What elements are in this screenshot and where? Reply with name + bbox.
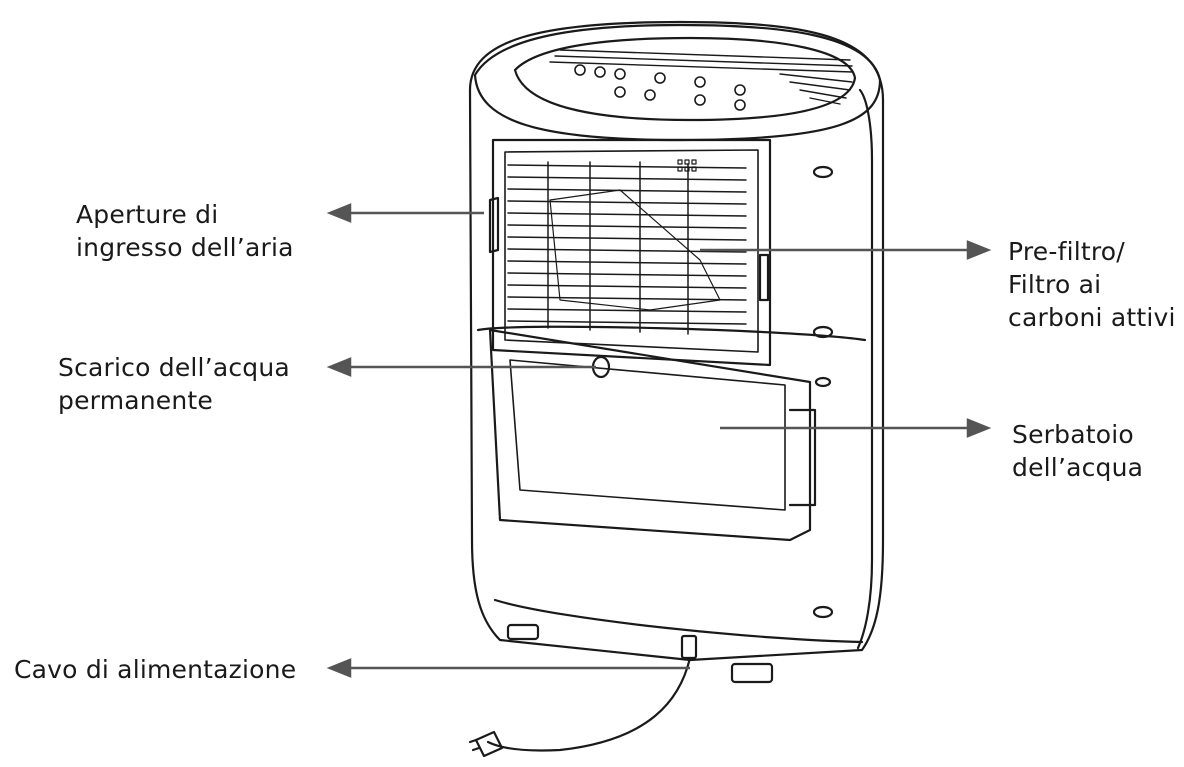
inlet-frame (491, 138, 772, 367)
label-filter-line-2: Filtro ai (1008, 270, 1102, 299)
power-plug (468, 730, 504, 758)
arrow-cord-head (326, 658, 352, 678)
top-grille (549, 49, 854, 105)
label-filter-line-1: Pre-filtro/ (1008, 237, 1125, 266)
label-air-inlet: Aperture di ingresso dell’aria (76, 198, 294, 264)
cord-exit (680, 634, 698, 660)
control-buttons (574, 64, 746, 111)
top-panel (513, 36, 857, 122)
top-rim (473, 23, 882, 142)
tank-window (509, 359, 786, 511)
screw-4 (812, 605, 834, 619)
side-handle-left (488, 196, 500, 254)
label-drain-line-2: permanente (58, 386, 214, 415)
label-drain-line-1: Scarico dell’acqua (58, 353, 290, 382)
label-water-tank: Serbatoio dell’acqua (1012, 418, 1143, 484)
front-grille (507, 161, 747, 335)
tank-handle (788, 408, 817, 507)
arrow-tank-head (966, 418, 992, 438)
side-handle-right (758, 253, 770, 302)
arrow-filter-head (966, 240, 992, 260)
label-power-cord-line-1: Cavo di alimentazione (14, 655, 297, 684)
label-filter-line-3: carboni attivi (1008, 303, 1176, 332)
label-water-tank-line-1: Serbatoio (1012, 420, 1134, 449)
label-drain: Scarico dell’acqua permanente (58, 351, 290, 417)
base (493, 598, 864, 644)
foot-left (506, 623, 540, 641)
foot-right (730, 662, 774, 684)
filter-shape (549, 189, 721, 311)
label-air-inlet-line-1: Aperture di (76, 200, 219, 229)
inlet-inner (504, 149, 759, 353)
label-filter: Pre-filtro/ Filtro ai carboni attivi (1008, 235, 1176, 334)
arrow-drain-head (326, 357, 352, 377)
body-side-edge (856, 88, 874, 650)
screw-3 (814, 376, 832, 388)
arrow-air-inlet-head (326, 203, 352, 223)
sensor-grid (677, 159, 697, 172)
label-power-cord: Cavo di alimentazione (14, 653, 296, 686)
label-water-tank-line-2: dell’acqua (1012, 453, 1144, 482)
screw-2 (812, 325, 834, 339)
label-air-inlet-line-2: ingresso dell’aria (76, 233, 294, 262)
power-cord (486, 656, 692, 752)
tank-front (488, 328, 812, 542)
screw-1 (812, 165, 834, 179)
